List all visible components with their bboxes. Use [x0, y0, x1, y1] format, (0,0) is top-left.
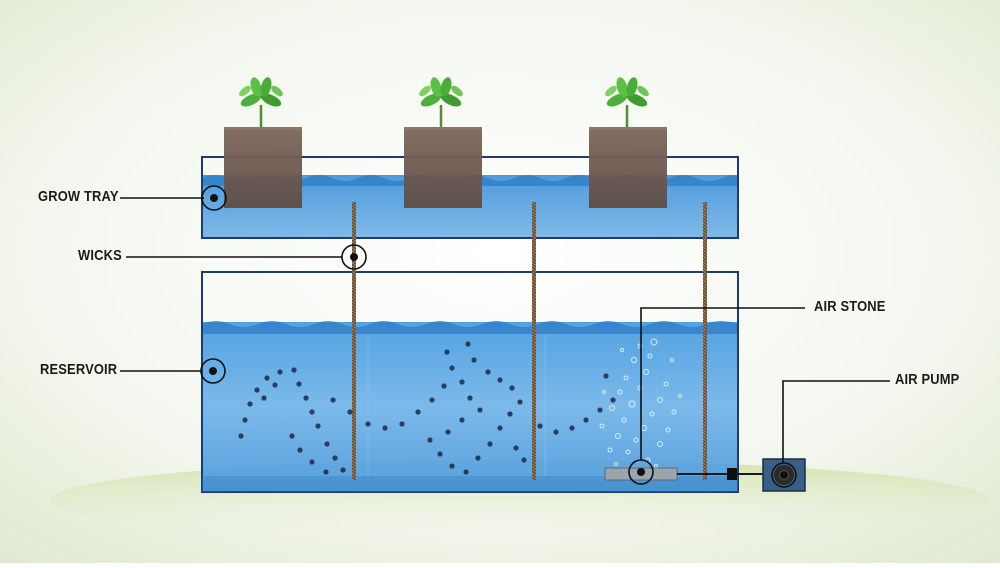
callout-air-pump [771, 380, 890, 488]
label-wicks: WICKS [78, 247, 122, 264]
wick-icon [352, 202, 356, 480]
callout-reservoir [120, 358, 226, 384]
label-air-stone: AIR STONE [814, 298, 886, 315]
reservoir-water-surface [202, 321, 738, 334]
reservoir-dividers [367, 334, 546, 476]
seedling-icon [605, 77, 649, 127]
label-reservoir: RESERVOIR [40, 361, 118, 378]
pot-1 [224, 127, 302, 208]
reservoir-border [201, 271, 739, 493]
nutrient-circulation-dots [238, 341, 616, 475]
reservoir-bottom [202, 476, 738, 492]
pot-3 [589, 127, 667, 208]
pot-2 [404, 127, 482, 208]
pot-icon [224, 127, 302, 208]
label-grow-tray: GROW TRAY [38, 188, 119, 205]
seedling-icon [419, 77, 463, 127]
callout-grow-tray [120, 185, 227, 211]
pot-rim [404, 127, 482, 130]
air-tube [677, 468, 764, 480]
pot-icon [404, 127, 482, 208]
pot-rim [589, 127, 667, 130]
wick-icon [703, 202, 707, 480]
callout-air-stone [628, 307, 805, 485]
callout-wicks [126, 244, 367, 270]
seedling-icon [239, 77, 283, 127]
pot-icon [589, 127, 667, 208]
wick-icon [532, 202, 536, 480]
label-air-pump: AIR PUMP [895, 371, 960, 388]
pot-rim [224, 127, 302, 130]
air-bubbles [599, 338, 683, 469]
wicks [352, 202, 707, 480]
